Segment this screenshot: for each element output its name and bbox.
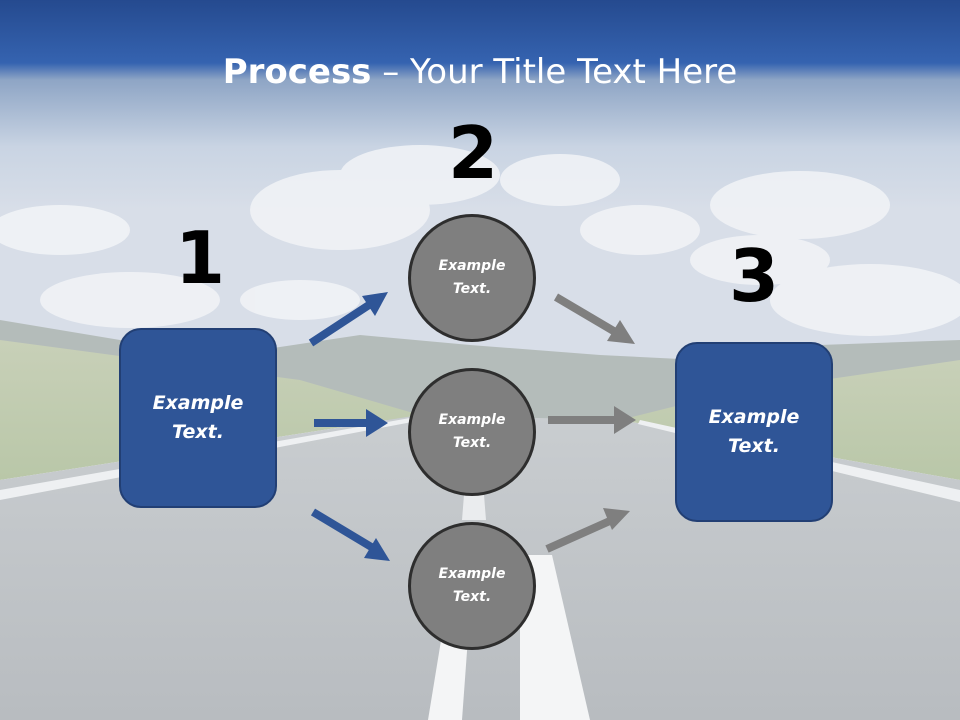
left-process-box: Example Text.	[119, 328, 277, 508]
left-box-text: Example Text.	[138, 389, 258, 447]
circle-top-text: Example Text.	[427, 255, 517, 301]
circle-middle-text: Example Text.	[427, 409, 517, 455]
circle-middle-line1: Example	[438, 412, 506, 428]
circle-bottom-line1: Example	[438, 566, 506, 582]
process-circle-middle: Example Text.	[408, 368, 536, 496]
process-circle-bottom: Example Text.	[408, 522, 536, 650]
right-box-line1: Example	[708, 406, 800, 428]
right-box-line2: Text.	[728, 435, 780, 457]
step-number-1: 1	[174, 216, 226, 300]
left-box-line2: Text.	[172, 421, 224, 443]
step-number-3: 3	[728, 234, 780, 318]
title-strong: Process	[222, 52, 372, 92]
circle-top-line2: Text.	[452, 281, 492, 297]
circle-top-line1: Example	[438, 258, 506, 274]
title-rest: – Your Title Text Here	[371, 52, 738, 92]
right-box-text: Example Text.	[694, 403, 814, 461]
process-circle-top: Example Text.	[408, 214, 536, 342]
step-number-2: 2	[447, 111, 499, 195]
left-box-line1: Example	[152, 392, 244, 414]
circle-bottom-line2: Text.	[452, 589, 492, 605]
circle-middle-line2: Text.	[452, 435, 492, 451]
circle-bottom-text: Example Text.	[427, 563, 517, 609]
right-process-box: Example Text.	[675, 342, 833, 522]
slide-title: Process – Your Title Text Here	[0, 52, 960, 92]
